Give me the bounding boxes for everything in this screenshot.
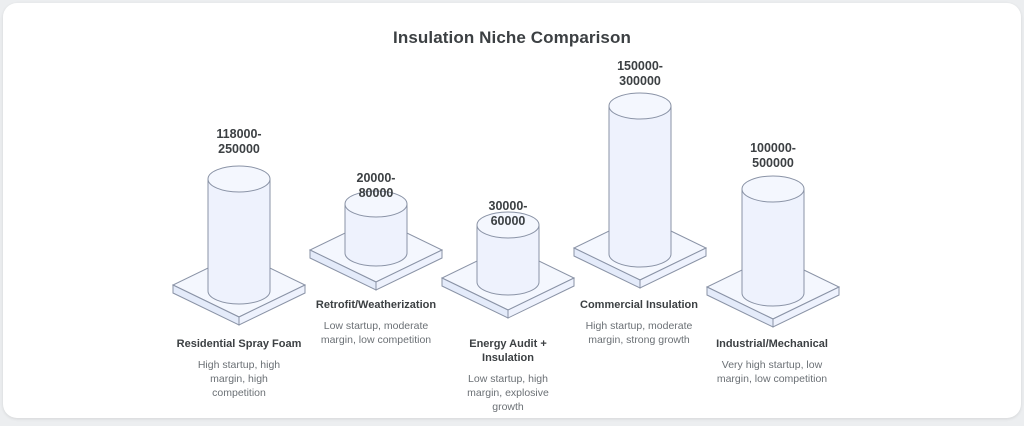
bar-label-desc: High startup, high margin, high competit… <box>197 359 281 399</box>
bar-value-label: 100000- 500000 <box>703 141 843 171</box>
bar-value-line1: 100000- <box>750 141 796 155</box>
isometric-bar-chart <box>171 92 841 328</box>
bar-label-name: Retrofit/Weatherization <box>315 299 437 311</box>
bar-label-desc: High startup, moderate margin, strong gr… <box>585 320 693 346</box>
cylinder-top <box>344 190 408 218</box>
cylinder-top <box>207 165 271 193</box>
cylinder-body <box>207 178 271 305</box>
cylinder-body <box>344 203 408 267</box>
bar-value-line2: 60000 <box>490 214 526 228</box>
bar-value-line1: 118000- <box>216 127 262 141</box>
bar-value-line1: 150000- <box>617 59 663 73</box>
bar-label-name: Residential Spray Foam <box>176 338 302 350</box>
bar-group-residential-spray-foam[interactable] <box>171 165 307 326</box>
base-right-face <box>639 247 707 289</box>
bar-value-line2: 500000 <box>752 156 794 170</box>
bar-label-commercial-insulation: Commercial Insulation High startup, mode… <box>554 298 724 347</box>
bar-label-desc: Very high startup, low margin, low compe… <box>716 359 828 385</box>
base-right-face <box>772 286 840 328</box>
bar-value-label: 118000- 250000 <box>169 127 309 157</box>
bar-value-line1: 30000- <box>488 199 528 213</box>
page-title: Insulation Niche Comparison <box>393 28 631 47</box>
bar-label-retrofit-weatherization: Retrofit/Weatherization Low startup, mod… <box>291 298 461 347</box>
bar-label-name: Commercial Insulation <box>580 299 698 311</box>
bar-value-line2: 300000 <box>619 74 661 88</box>
base-right-face <box>238 284 306 326</box>
bar-group-energy-audit-insulation[interactable] <box>440 211 576 319</box>
bar-label-desc: Low startup, moderate margin, low compet… <box>320 320 432 346</box>
cylinder-top <box>476 211 540 239</box>
bar-group-retrofit-weatherization[interactable] <box>308 190 444 291</box>
bar-value-label: 20000- 80000 <box>306 171 446 201</box>
bar-label-desc: Low startup, high margin, explosive grow… <box>467 373 549 413</box>
bar-label-energy-audit-insulation: Energy Audit + Insulation Low startup, h… <box>423 337 593 414</box>
bar-value-line2: 250000 <box>218 142 260 156</box>
bar-group-industrial-mechanical[interactable] <box>705 175 841 328</box>
bar-label-industrial-mechanical: Industrial/Mechanical Very high startup,… <box>687 337 857 386</box>
cylinder-body <box>741 188 805 307</box>
bar-value-label: 150000- 300000 <box>570 59 710 89</box>
bar-label-name: Energy Audit + Insulation <box>469 338 547 364</box>
cylinder-body <box>476 224 540 296</box>
base-right-face <box>507 277 575 319</box>
cylinder-top <box>608 92 672 120</box>
base-right-face <box>375 249 443 291</box>
chart-card: Insulation Niche Comparison <box>3 3 1021 418</box>
cylinder-body <box>608 105 672 268</box>
bar-label-residential-spray-foam: Residential Spray Foam High startup, hig… <box>154 337 324 400</box>
bar-value-line2: 80000 <box>358 186 394 200</box>
bar-label-name: Industrial/Mechanical <box>716 338 828 350</box>
bar-value-label: 30000- 60000 <box>438 199 578 229</box>
bar-group-commercial-insulation[interactable] <box>572 92 708 289</box>
cylinder-top <box>741 175 805 203</box>
bar-value-line1: 20000- <box>356 171 396 185</box>
